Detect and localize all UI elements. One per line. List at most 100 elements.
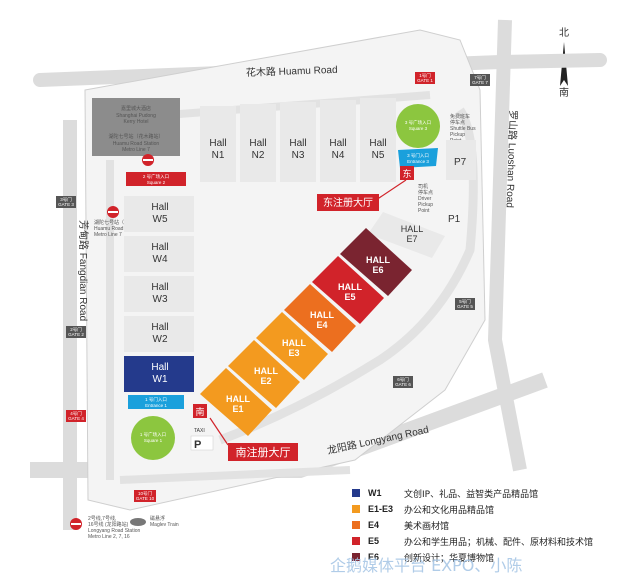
hall-e1-bottom: E1 [232,404,243,414]
maglev-note-2: Maglev Train [150,522,179,528]
hall-n1-bottom: N1 [212,150,225,161]
gate-5[interactable] [455,298,475,310]
taxi-label: TAXI [194,428,205,434]
kerry-en2: Kerry Hotel [123,119,148,125]
hall-n1[interactable] [200,106,236,182]
gate-4-cn: 4号门 [70,410,82,417]
shuttle-cn2: 停车点 [450,119,465,126]
hall-e2-bottom: E2 [260,376,271,386]
shuttle-en1: Shuttle Bus [450,126,476,132]
east-reg-badge-text: 东 [402,168,411,179]
hall-e2[interactable] [228,340,300,408]
metro-note-1: 2号线,7号线, [88,515,116,522]
road-label-luoshan: 罗山路 Luoshan Road [504,110,520,208]
square3-cn: 3 号广场入口 [405,119,431,126]
driver-cn2: 停车点 [418,189,433,196]
hall-w5[interactable] [124,196,194,232]
south-reg-label-box[interactable] [228,443,298,461]
legend-swatch-e5 [352,537,360,545]
east-reg-badge[interactable] [400,166,414,180]
entrance3-badge [398,148,438,168]
road-label-fangdian: 芳甸路 Fangdian Road [77,220,90,321]
legend-key-e5: E5 [368,536,380,546]
hall-n3[interactable] [280,102,316,182]
hall-e3[interactable] [256,312,328,380]
south-reg-label: 南注册大厅 [236,445,291,459]
hall-e4-top: HALL [310,310,334,320]
parking-p7: P7 [454,157,467,168]
gate-4[interactable] [66,410,86,422]
metro-icon-top [142,154,154,166]
legend-value-e6: 创新设计；华夏博物馆 [404,553,495,564]
gate-10-cn: 10号门 [138,490,153,497]
driver-en3: Point [418,208,430,214]
driver-cn1: 司机 [418,183,428,190]
hall-w2[interactable] [124,316,194,352]
shuttle-en2: Pickup [450,132,465,138]
hall-w5-top: Hall [151,202,168,213]
metro-top-en2: Metro Line 7 [122,147,150,153]
metro-top-en1: Huamu Road Station [113,141,160,147]
hall-n1-top: Hall [209,138,226,149]
legend-row-w1: W1 文创IP、礼品、益智类产品精品馆 [352,486,538,500]
square2-en: Square 2 [147,180,166,185]
legend-swatch-w1 [352,489,360,497]
metro-note-2: 16号线 (龙阳路站) [88,521,129,528]
hall-n2[interactable] [240,104,276,182]
hall-n2-bottom: N2 [252,150,265,161]
gate-2[interactable] [66,326,86,338]
metro-icon-left [107,206,119,218]
hall-w3[interactable] [124,276,194,312]
hall-e5[interactable] [312,256,384,324]
entrance1-en: Entrance 1 [145,403,167,408]
metro-note-4: Metro Line 2, 7, 16 [88,534,130,540]
gate-1[interactable] [415,72,435,84]
hall-w1-bottom: W1 [153,374,168,385]
hall-w3-top: Hall [151,282,168,293]
hall-n4[interactable] [320,100,356,182]
parking-south: P [194,439,201,451]
maglev-note-1: 磁悬浮 [150,515,165,522]
metro-top-cn: 湖陀七号站（花木路站） [108,133,163,140]
gate-10-en: GATE 10 [136,496,155,501]
legend-key-e1e3: E1-E3 [368,504,394,514]
hall-e2-top: HALL [254,366,278,376]
hall-e3-top: HALL [282,338,306,348]
hall-e7[interactable] [368,212,445,258]
gate-7-cn: 7号门 [474,74,486,81]
legend-row-e1e3: E1-E3 办公和文化用品精品馆 [352,502,494,516]
hall-w1[interactable] [124,356,194,392]
hall-e7-bottom: E7 [406,234,417,244]
legend-key-e4: E4 [368,520,380,530]
legend-value-e1e3: 办公和文化用品精品馆 [404,505,495,516]
hall-w2-bottom: W2 [153,334,168,345]
compass-north: 北 [559,27,569,39]
hall-e4[interactable] [284,284,356,352]
square2-badge [126,172,186,186]
kerry-hotel: 嘉里城大酒店 Shanghai Pudong Kerry Hotel 湖陀七号站… [92,98,180,156]
gate-4-en: GATE 4 [68,416,84,421]
gate-3[interactable] [56,196,76,208]
gate-6[interactable] [393,376,413,388]
gate-7[interactable] [470,74,490,86]
hall-n2-top: Hall [249,138,266,149]
hall-w3-bottom: W3 [153,294,168,305]
legend-value-e5: 办公和学生用品；机械、配件、原材料和技术馆 [404,537,594,548]
south-reg-badge-text: 南 [195,406,204,417]
hall-w4[interactable] [124,236,194,272]
east-reg-label-box[interactable] [317,194,379,211]
gate-1-cn: 1号门 [419,72,431,79]
gate-6-en: GATE 6 [395,382,411,387]
gate-3-cn: 3号门 [60,196,72,203]
gate-5-en: GATE 5 [457,304,473,309]
hall-e1[interactable] [200,368,272,436]
hall-e5-bottom: E5 [344,292,355,302]
hall-n5[interactable] [360,98,396,182]
south-reg-badge[interactable] [193,404,207,418]
hall-w1-top: Hall [151,362,168,373]
gate-7-en: GATE 7 [472,80,488,85]
hall-e6[interactable] [340,228,412,296]
gate-10[interactable] [134,490,156,502]
hall-n4-bottom: N4 [332,150,345,161]
